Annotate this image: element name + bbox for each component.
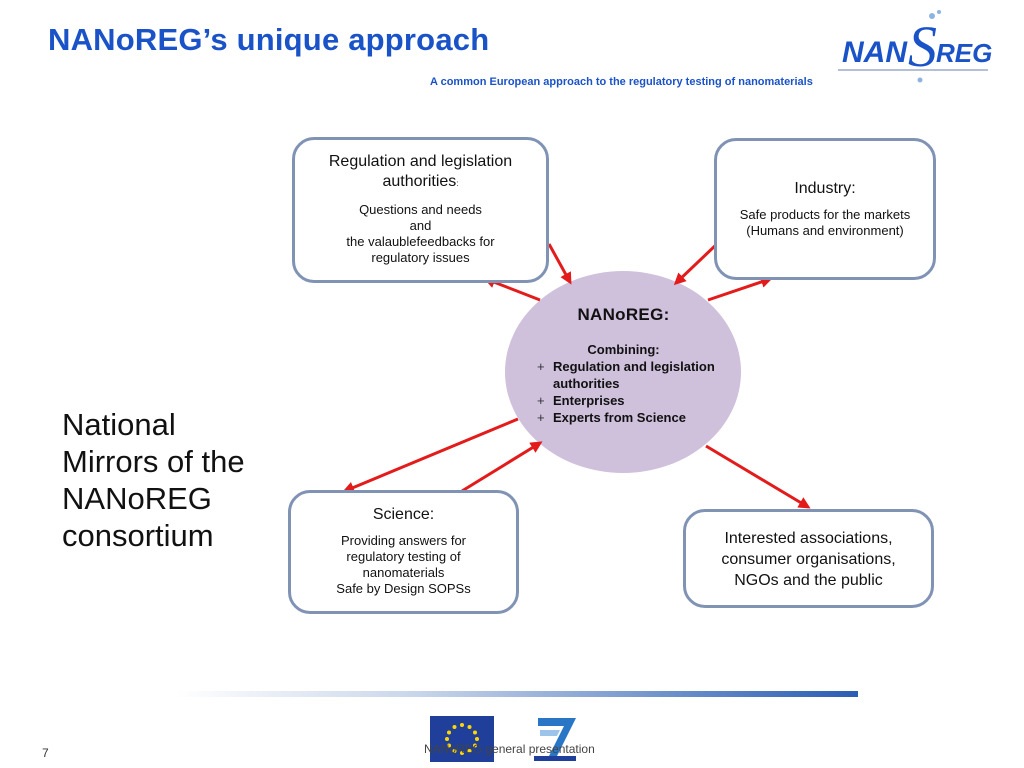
regulation-line: the valaublefeedbacks for	[346, 234, 495, 249]
svg-text:NAN: NAN	[842, 36, 908, 69]
science-box: Science: Providing answers for regulator…	[288, 490, 519, 614]
arrow-industry-to-center	[673, 241, 720, 286]
associations-line: consumer organisations,	[721, 551, 896, 568]
fp7-programme-logo	[526, 712, 584, 764]
center-list-item: +Regulation and legislation authorities	[537, 359, 715, 391]
center-title: NANoREG:	[577, 305, 670, 324]
footer-presentation: NANoREG general presentation	[424, 742, 595, 756]
regulation-heading-mark: :	[456, 179, 459, 188]
associations-line: Interested associations,	[724, 530, 893, 547]
arrow-science-to-center	[461, 441, 543, 493]
industry-heading: Industry:	[794, 180, 856, 197]
page-title: NANoREG’s unique approach	[48, 22, 490, 57]
plus-bullet-icon: +	[537, 359, 545, 374]
center-ellipse	[505, 271, 741, 473]
page-subtitle: A common European approach to the regula…	[430, 76, 813, 88]
associations-box: Interested associations, consumer organi…	[683, 509, 934, 608]
center-list-item: +Experts from Science	[537, 410, 686, 425]
regulation-heading: Regulation and legislation authorities	[328, 153, 513, 190]
arrow-center-to-science	[342, 417, 519, 494]
nanoreg-center: NANoREG: Combining: +Regulation and legi…	[505, 271, 742, 473]
regulation-line: Questions and needs	[359, 202, 482, 217]
industry-line: (Humans and environment)	[746, 223, 904, 238]
page-number: 7	[42, 746, 49, 760]
science-line: Safe by Design SOPSs	[336, 581, 471, 596]
national-mirrors-text: National Mirrors of the NANoREG consorti…	[62, 407, 245, 553]
center-list-item: +Enterprises	[537, 393, 625, 408]
science-heading: Science:	[372, 506, 435, 523]
industry-line: Safe products for the markets	[739, 207, 911, 222]
eu-flag-icon	[430, 716, 494, 762]
footer-divider	[176, 691, 858, 697]
plus-bullet-icon: +	[537, 410, 545, 425]
science-line: regulatory testing of	[346, 549, 461, 564]
regulation-box: Regulation and legislation authorities: …	[292, 137, 549, 283]
svg-text:REG: REG	[936, 38, 992, 68]
nanoreg-logo: NAN S REG	[838, 10, 992, 83]
center-list: +Regulation and legislation authorities …	[537, 358, 737, 426]
plus-bullet-icon: +	[537, 393, 545, 408]
arrow-regulation-to-center	[547, 243, 572, 285]
arrow-center-to-industry	[707, 276, 773, 302]
arrow-center-to-associations	[705, 444, 811, 509]
industry-box: Industry: Safe products for the markets …	[714, 138, 936, 280]
regulation-line: regulatory issues	[371, 250, 470, 265]
science-line: Providing answers for	[341, 533, 466, 548]
svg-text:S: S	[908, 14, 937, 79]
associations-line: NGOs and the public	[734, 572, 883, 589]
center-subtitle: Combining:	[587, 342, 660, 357]
regulation-line: and	[409, 218, 432, 233]
science-line: nanomaterials	[362, 565, 445, 580]
